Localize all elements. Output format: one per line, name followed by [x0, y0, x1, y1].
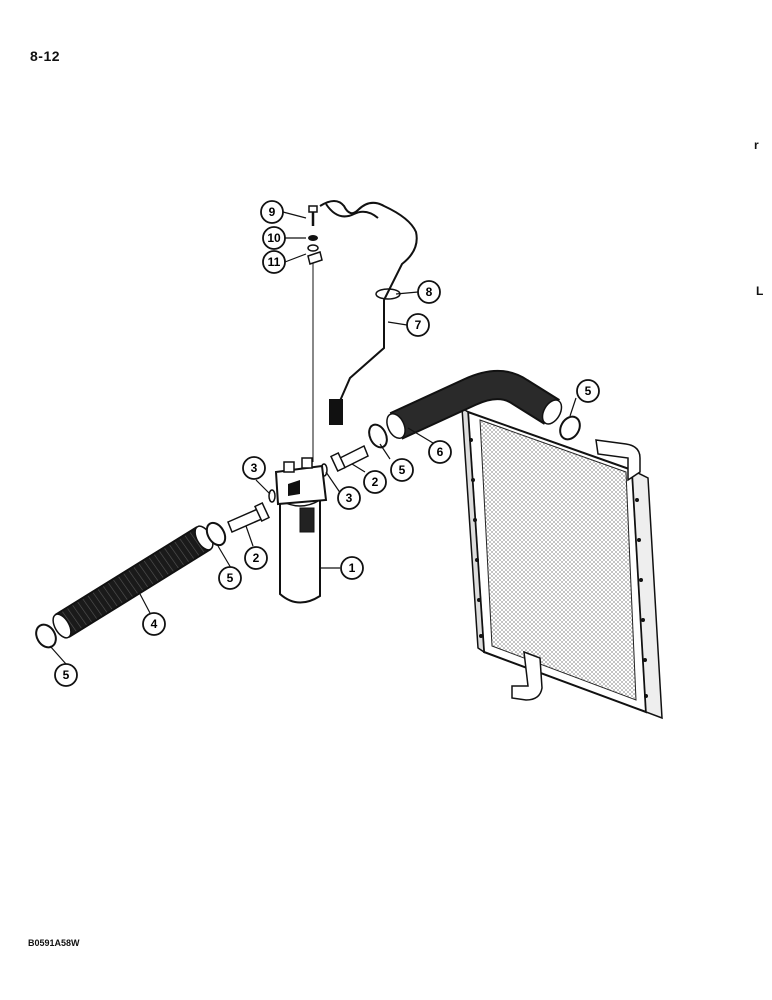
svg-text:8: 8	[426, 285, 433, 299]
svg-text:5: 5	[63, 668, 70, 682]
svg-text:5: 5	[227, 571, 234, 585]
callout-2-right: 2	[363, 470, 387, 494]
callout-3-left: 3	[242, 456, 266, 480]
margin-mark-top: r	[754, 138, 759, 152]
callout-3-right: 3	[337, 486, 361, 510]
callout-7: 7	[406, 313, 430, 337]
callout-2-left: 2	[244, 546, 268, 570]
mounting-bolt-holes	[469, 438, 648, 698]
hose-fittings	[227, 444, 369, 533]
svg-text:10: 10	[267, 231, 281, 245]
callout-5-center: 5	[390, 458, 414, 482]
svg-text:6: 6	[437, 445, 444, 459]
svg-text:1: 1	[349, 561, 356, 575]
callout-11: 11	[262, 250, 286, 274]
callout-5-top-right: 5	[576, 379, 600, 403]
oil-cooler	[461, 406, 663, 720]
hose-clamps	[35, 415, 581, 649]
svg-text:9: 9	[269, 205, 276, 219]
svg-text:4: 4	[151, 617, 158, 631]
page-number: 8-12	[30, 48, 61, 64]
callout-10: 10	[262, 226, 286, 250]
margin-mark-bottom: L	[756, 284, 764, 298]
callout-6: 6	[428, 440, 452, 464]
svg-text:2: 2	[253, 551, 260, 565]
bolt-stack	[307, 205, 323, 462]
svg-text:5: 5	[585, 384, 592, 398]
wire-harness	[319, 200, 418, 425]
hose-4	[52, 525, 214, 639]
svg-text:3: 3	[251, 461, 258, 475]
svg-text:7: 7	[415, 318, 422, 332]
oil-filter	[274, 457, 328, 604]
callout-1: 1	[340, 556, 364, 580]
svg-text:2: 2	[372, 475, 379, 489]
svg-text:11: 11	[268, 255, 281, 269]
hose-6	[386, 370, 563, 440]
callout-5-left: 5	[218, 566, 242, 590]
callout-5-bottom-left: 5	[54, 663, 78, 687]
callout-8: 8	[417, 280, 441, 304]
svg-text:5: 5	[399, 463, 406, 477]
figure-code: B0591A58W	[28, 938, 80, 948]
callout-9: 9	[260, 200, 284, 224]
svg-text:3: 3	[346, 491, 353, 505]
callout-4: 4	[142, 612, 166, 636]
